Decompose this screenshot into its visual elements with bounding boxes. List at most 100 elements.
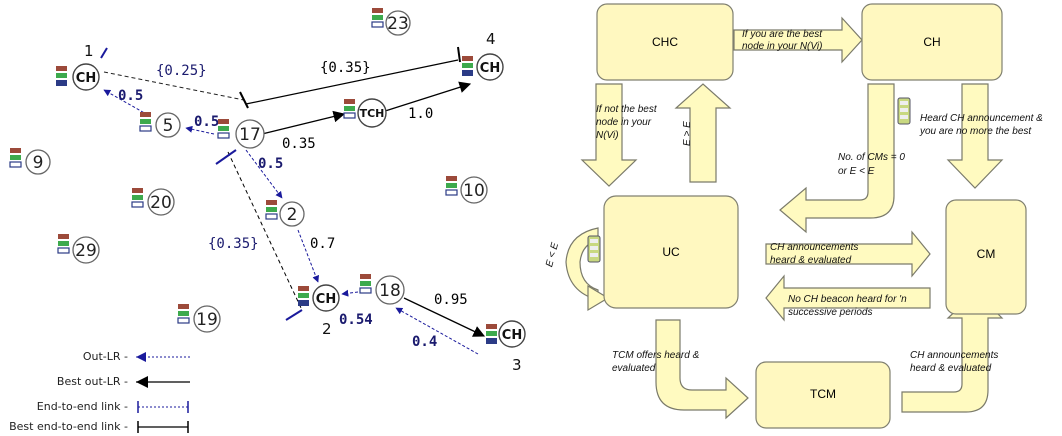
- legend-best-end-to-end: Best end-to-end link -: [9, 420, 128, 433]
- ch-id: 1: [84, 42, 94, 60]
- node-id: 18: [379, 281, 401, 301]
- edge-label: 0.35: [282, 136, 316, 152]
- legend-out-lr-arrow: [136, 352, 146, 362]
- transition-chc-to-ch: If you are the best node in your N(Vi): [742, 29, 825, 52]
- edge-label: 0.4: [412, 334, 437, 350]
- edge-label: 0.7: [310, 236, 335, 252]
- link-ch3-18: [395, 307, 479, 355]
- transition-chc-to-uc: If not the best node in your N(Vi): [596, 104, 659, 141]
- link-18-ch2: [341, 289, 359, 297]
- node-id: 2: [287, 205, 298, 225]
- edge-label: 1.0: [408, 106, 433, 122]
- edge-label: 0.54: [339, 312, 373, 328]
- node-29: 29: [57, 233, 100, 264]
- tch-node: TCH: [343, 98, 387, 128]
- node-2: 2: [265, 199, 305, 227]
- state-chc-label: CHC: [652, 35, 678, 49]
- transition-cm-to-uc: No CH beacon heard for 'n successive per…: [788, 294, 909, 318]
- arrow-ch-to-uc: [779, 83, 895, 234]
- edge-label: {0.25}: [156, 63, 207, 79]
- node-id: 23: [387, 14, 409, 34]
- arrow-uc-self-loop: [565, 227, 599, 301]
- arrow-chc-to-uc: [580, 83, 638, 187]
- state-uc-label: UC: [662, 245, 680, 259]
- arrow-uc-to-chc: [674, 83, 732, 183]
- state-uc: [603, 195, 739, 309]
- node-10: 10: [445, 175, 488, 204]
- ch-node-3: CH 3: [486, 320, 526, 374]
- node-id: 17: [239, 125, 261, 145]
- ch-id: 3: [512, 356, 522, 374]
- link-2-ch2: [297, 229, 320, 283]
- legend-out-lr: Out-LR -: [83, 350, 128, 363]
- node-id: 20: [150, 193, 172, 213]
- ch-label: CH: [76, 71, 96, 86]
- tick-1: [100, 47, 108, 59]
- node-5: 5: [139, 111, 181, 138]
- node-id: 9: [33, 153, 44, 173]
- node-id: 5: [163, 116, 174, 136]
- arrow-uc-to-tcm: [655, 319, 749, 420]
- arrow-ch-to-cm: [946, 83, 1004, 189]
- node-17: 17: [217, 118, 265, 149]
- node-id: 10: [463, 181, 485, 201]
- link-5-ch1: [103, 89, 149, 116]
- state-ch: [861, 3, 1003, 81]
- edge-label: {0.35}: [208, 236, 259, 252]
- state-ch-label: CH: [923, 35, 940, 49]
- transition-uc-to-tcm: TCM offers heard & evaluated: [612, 350, 702, 374]
- ch-node-4: CH 4: [462, 30, 504, 81]
- ch-node-2: CH 2: [298, 284, 340, 338]
- ch-node-1: CH 1: [56, 42, 100, 91]
- transition-tcm-to-cm: CH announcements heard & evaluated: [910, 350, 1001, 374]
- tick-ch2: [285, 309, 303, 321]
- tick-4: [457, 46, 461, 63]
- state-cm: [945, 199, 1027, 315]
- ch-label: CH: [502, 328, 522, 343]
- link-17-2: [245, 149, 283, 199]
- transition-ch-to-cm: Heard CH announcement & you are no more …: [919, 113, 1046, 137]
- battery-icon: [897, 97, 911, 125]
- node-23: 23: [371, 7, 411, 36]
- edge-label: {0.35}: [320, 60, 371, 76]
- arrow-cm-to-uc: [765, 274, 931, 322]
- legend-end-to-end: End-to-end link -: [37, 400, 128, 413]
- edge-label: 0.5: [258, 156, 283, 172]
- tick-17-b: [215, 149, 237, 165]
- link-18-ch3: [403, 297, 486, 337]
- network-graph: {0.25} 0.5 0.5 0.5 {0.35} 0.7 0.54 0.4 {…: [9, 7, 526, 433]
- tick-17-a: [239, 91, 249, 109]
- transition-uc-to-chc: E > E: [682, 121, 693, 146]
- link-17-4: [245, 59, 459, 105]
- tch-label: TCH: [360, 107, 385, 120]
- legend: Out-LR - Best out-LR - End-to-end link -…: [9, 350, 190, 433]
- node-19: 19: [177, 303, 221, 333]
- ch-label: CH: [316, 292, 336, 307]
- ch-label: CH: [480, 61, 500, 76]
- transition-uc-self: E < E: [544, 241, 561, 268]
- legend-best-out-lr-arrow: [136, 376, 148, 388]
- state-cm-label: CM: [977, 247, 996, 261]
- edge-label: 0.95: [434, 292, 468, 308]
- transition-uc-to-cm: CH announcements heard & evaluated: [770, 242, 861, 266]
- state-tcm: [755, 361, 891, 429]
- node-20: 20: [131, 187, 175, 216]
- state-machine: CHC CH UC CM TCM If you are the best nod…: [544, 3, 1046, 429]
- link-17-tch: [261, 110, 346, 135]
- link-tch-ch4: [381, 81, 472, 113]
- arrow-uc-to-cm: [765, 230, 931, 278]
- ch-id: 4: [486, 30, 496, 48]
- node-id: 29: [75, 241, 97, 261]
- link-1-17: [103, 71, 245, 101]
- battery-icon: [587, 235, 601, 263]
- legend-best-out-lr: Best out-LR -: [57, 375, 128, 388]
- state-tcm-label: TCM: [810, 387, 836, 401]
- edge-label: 0.5: [118, 88, 143, 104]
- state-chc: [596, 3, 734, 81]
- node-9: 9: [9, 147, 51, 175]
- edge-label: 0.5: [194, 114, 219, 130]
- ch-id: 2: [322, 320, 332, 338]
- arrow-chc-to-ch: [733, 16, 863, 64]
- arrow-uc-self-loop-head: [587, 284, 610, 312]
